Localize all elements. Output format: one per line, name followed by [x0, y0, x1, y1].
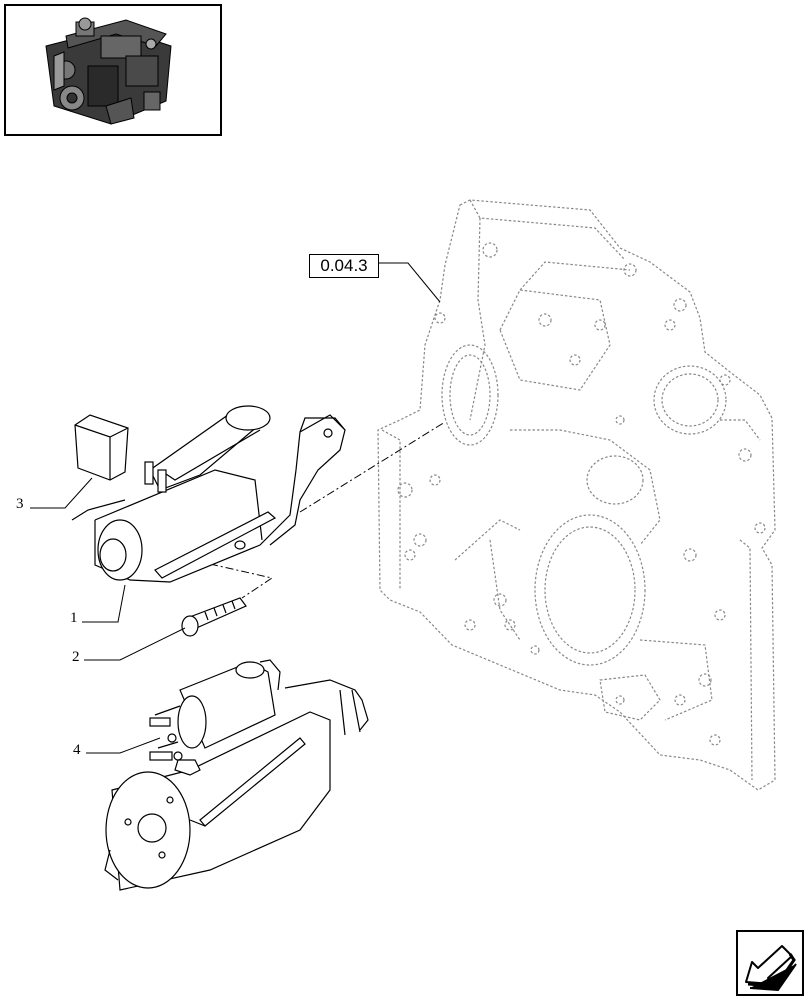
callout-1: 1 — [70, 610, 78, 626]
timing-cover-outline — [377, 199, 776, 791]
engine-thumbnail[interactable] — [4, 4, 222, 136]
next-page-button[interactable] — [736, 930, 804, 996]
callout-3: 3 — [16, 496, 24, 512]
reference-label[interactable]: 0.04.3 — [309, 254, 379, 278]
next-page-arrow-icon — [745, 945, 797, 992]
reference-leader — [379, 262, 441, 303]
alignment-lines — [209, 421, 446, 599]
starter-motor-upper — [71, 405, 346, 583]
engine-thumbnail-icon — [45, 17, 172, 125]
callout-2: 2 — [72, 649, 80, 665]
callout-4: 4 — [73, 742, 81, 758]
bolt-part — [181, 597, 247, 637]
starter-motor-lower — [104, 659, 369, 891]
callout-leaders — [30, 477, 186, 754]
relay-part — [74, 414, 129, 481]
